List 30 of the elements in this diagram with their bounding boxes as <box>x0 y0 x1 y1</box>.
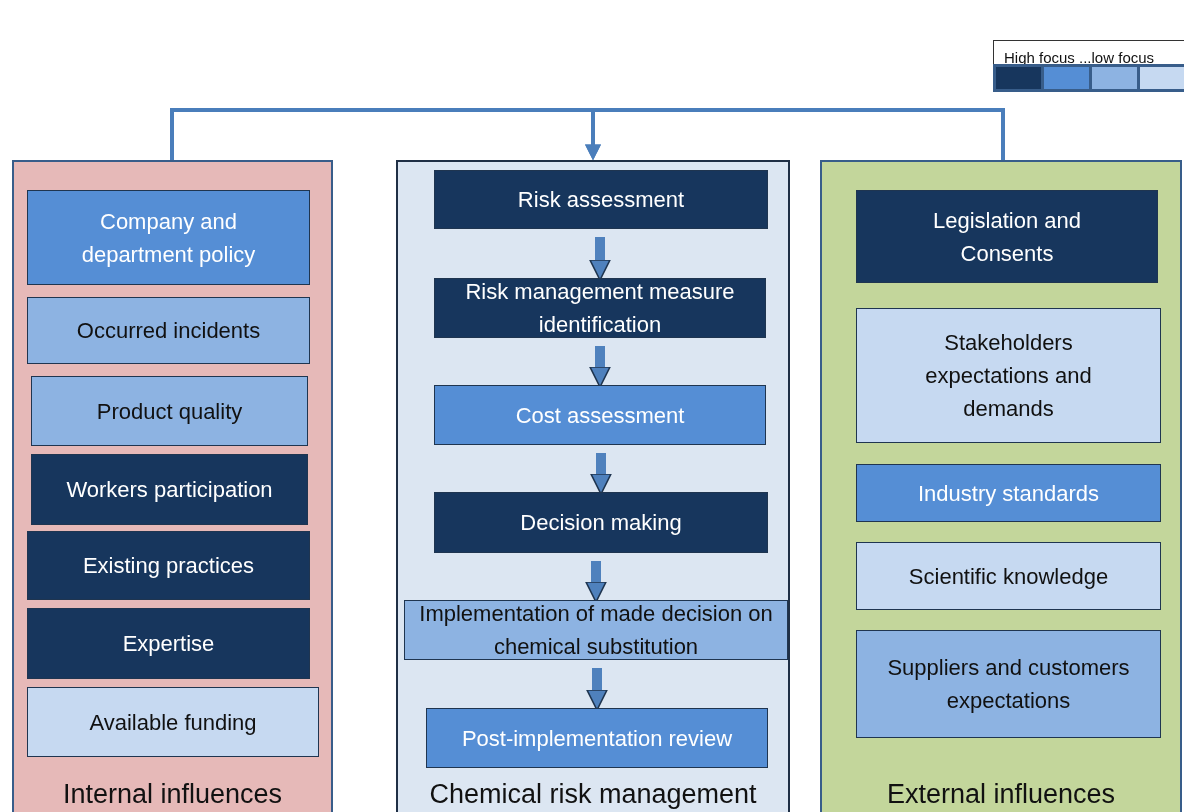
process-box: Legislation and Consents <box>856 190 1158 283</box>
arrow <box>585 561 607 603</box>
process-box: Occurred incidents <box>27 297 310 364</box>
process-box: Post-implementation review <box>426 708 768 768</box>
arrow <box>589 346 611 388</box>
process-box: Scientific knowledge <box>856 542 1161 610</box>
process-box: Risk management measure identification <box>434 278 766 338</box>
process-box: Company and department policy <box>27 190 310 285</box>
arrow <box>585 108 1005 161</box>
process-box: Risk assessment <box>434 170 768 229</box>
process-box: Expertise <box>27 608 310 679</box>
process-box: Cost assessment <box>434 385 766 445</box>
arrow <box>590 453 612 495</box>
process-box: Stakeholders expectations and demands <box>856 308 1161 443</box>
process-box: Industry standards <box>856 464 1161 522</box>
process-box: Workers participation <box>31 454 308 525</box>
panel-title: Internal influences <box>61 779 284 810</box>
arrow <box>586 668 608 711</box>
process-box: Available funding <box>27 687 319 757</box>
process-box: Product quality <box>31 376 308 446</box>
process-box: Suppliers and customers expectations <box>856 630 1161 738</box>
group-panel <box>12 160 333 812</box>
group-panel <box>396 160 790 812</box>
process-box: Implementation of made decision on chemical substitution <box>404 600 788 660</box>
panel-title: External influences <box>885 779 1117 810</box>
arrow <box>589 237 611 281</box>
process-box: Existing practices <box>27 531 310 600</box>
process-box: Decision making <box>434 492 768 553</box>
group-panel <box>820 160 1182 812</box>
panel-title: Chemical risk management <box>428 779 758 810</box>
